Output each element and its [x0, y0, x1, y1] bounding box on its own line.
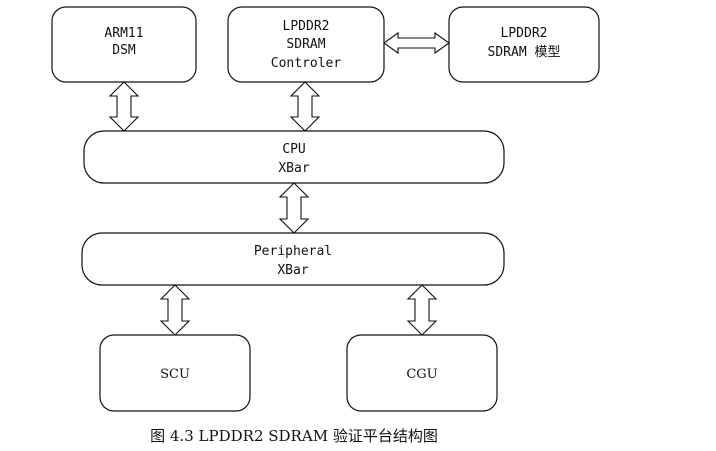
controller-box: [227, 6, 385, 83]
model-line2: SDRAM 模型: [488, 45, 561, 60]
cgu-label: CGU: [406, 367, 437, 382]
scu-label: SCU: [160, 367, 190, 382]
cpu-xbar-block: CPU XBar: [83, 130, 505, 184]
cgu-box: [346, 334, 498, 412]
figure-caption: 图 4.3 LPDDR2 SDRAM 验证平台结构图: [150, 427, 438, 445]
arm11-label: ARM11: [104, 26, 143, 41]
controller-line2: SDRAM: [286, 37, 325, 52]
peripheral-xbar-box: [81, 232, 505, 286]
scu-box: [99, 334, 251, 412]
peripheral-scu-arrow: [159, 284, 191, 336]
controller-line3: Controler: [271, 56, 342, 71]
model-line1: LPDDR2: [501, 26, 548, 41]
peripheral-cgu-arrow: [406, 284, 438, 336]
lpddr2-controller-block: LPDDR2 SDRAM Controler: [227, 6, 385, 83]
peripheral-label: Peripheral: [254, 244, 332, 259]
cpu-peripheral-arrow: [278, 182, 310, 234]
peripheral-xbar-label: XBar: [277, 263, 308, 278]
dsm-label: DSM: [112, 43, 136, 58]
arm11-dsm-block: ARM11 DSM: [51, 6, 197, 83]
controller-model-arrow: [383, 31, 450, 55]
cpu-xbar-label: XBar: [278, 161, 309, 176]
controller-cpu-arrow: [289, 81, 321, 132]
peripheral-xbar-block: Peripheral XBar: [81, 232, 505, 286]
cpu-label: CPU: [282, 142, 305, 157]
controller-line1: LPDDR2: [283, 19, 330, 34]
model-box: [448, 6, 600, 83]
lpddr2-model-block: LPDDR2 SDRAM 模型: [448, 6, 600, 83]
arm11-cpu-arrow: [108, 81, 140, 132]
cgu-block: CGU: [346, 334, 498, 412]
scu-block: SCU: [99, 334, 251, 412]
